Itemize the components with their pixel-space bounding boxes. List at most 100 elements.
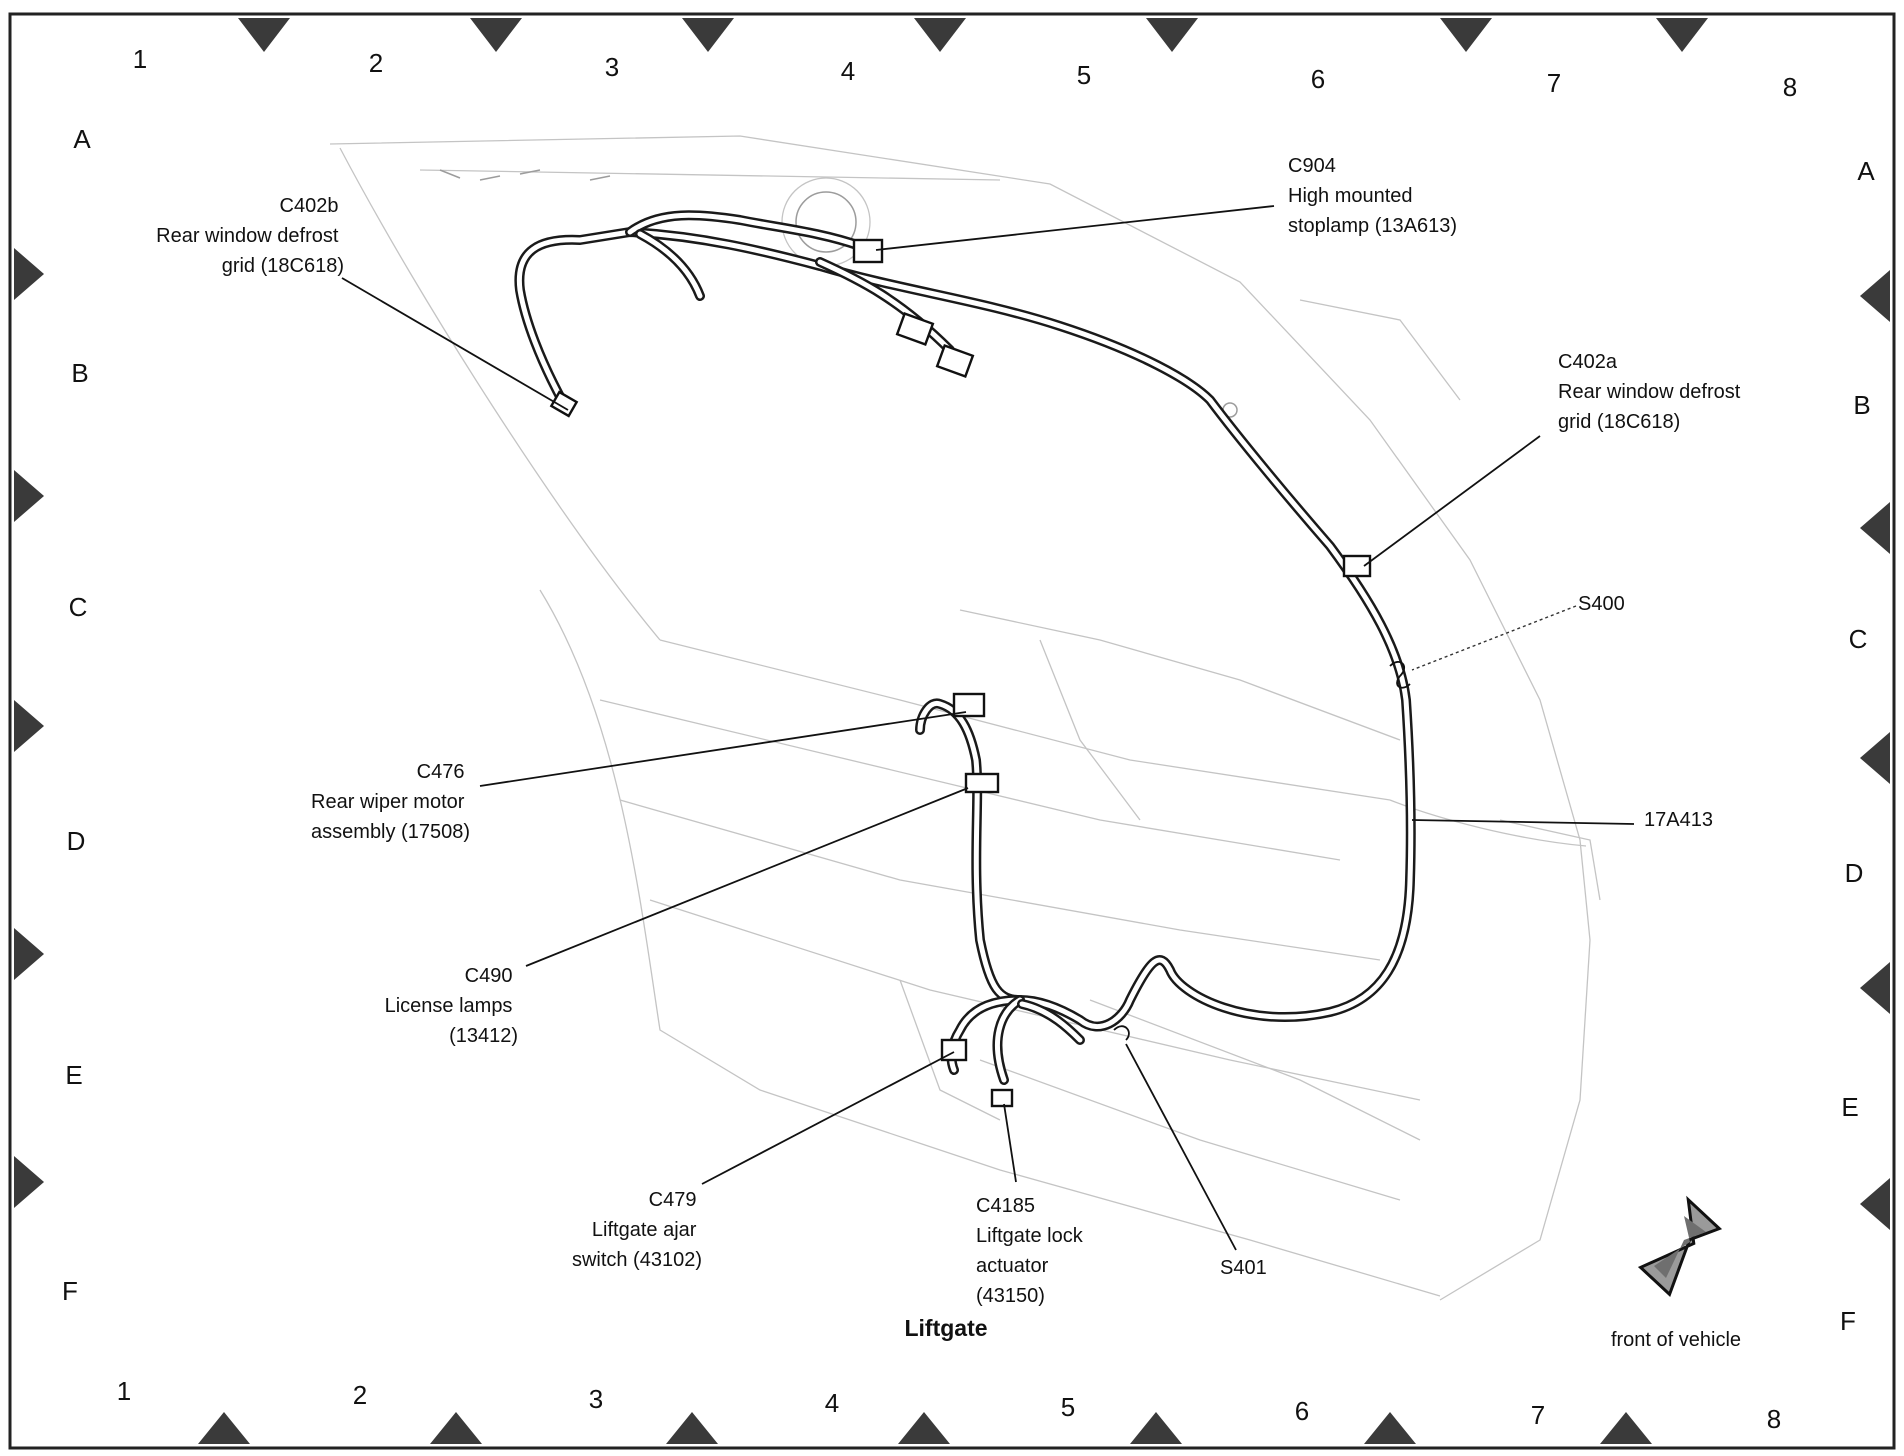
right-marker-2: [1860, 502, 1890, 554]
col-label-bottom-6: 6: [1295, 1396, 1309, 1426]
row-label-right-c: C: [1849, 624, 1868, 654]
top-marker-5: [1146, 18, 1198, 52]
connectors: [549, 238, 1411, 1108]
callout-c479-line3: switch (43102): [572, 1249, 702, 1271]
right-marker-3: [1860, 732, 1890, 784]
leader-c402b: [341, 277, 569, 411]
top-marker-7: [1656, 18, 1708, 52]
col-label-bottom-8: 8: [1767, 1404, 1781, 1434]
left-marker-4: [14, 928, 44, 980]
left-marker-1: [14, 248, 44, 300]
col-label-top-2: 2: [369, 48, 383, 78]
col-label-top-1: 1: [133, 44, 147, 74]
connector-c490: [964, 772, 1000, 794]
callout-c476-line3: assembly (17508): [311, 821, 470, 843]
callout-s401: S401: [1220, 1257, 1267, 1279]
connector-c402b: [549, 390, 579, 418]
diagram-frame: [8, 12, 1896, 1450]
connector-stoplamp-plug-1: [895, 311, 935, 347]
callout-c4185-line4: (43150): [976, 1285, 1045, 1307]
col-label-top-8: 8: [1783, 72, 1797, 102]
bottom-marker-7: [1600, 1412, 1652, 1444]
col-label-bottom-7: 7: [1531, 1400, 1545, 1430]
connector-c476: [952, 692, 986, 718]
bottom-marker-4: [898, 1412, 950, 1444]
col-label-bottom-4: 4: [825, 1388, 839, 1418]
col-label-bottom-3: 3: [589, 1384, 603, 1414]
callout-c402b: C402b Rear window defrost grid (18C618): [156, 195, 344, 277]
row-label-right-e: E: [1841, 1092, 1858, 1122]
callout-c479-id: C479: [649, 1189, 697, 1211]
right-marker-5: [1860, 1178, 1890, 1230]
col-label-bottom-5: 5: [1061, 1392, 1075, 1422]
callout-c402a-id: C402a: [1558, 351, 1618, 373]
border-markers: [14, 18, 1890, 1444]
connector-c904: [852, 238, 884, 264]
left-marker-2: [14, 470, 44, 522]
row-label-left-d: D: [67, 826, 86, 856]
liftgate-outline-sketch: [329, 135, 1601, 1301]
callout-c402a-line3: grid (18C618): [1558, 411, 1680, 433]
leader-s400: [1411, 605, 1577, 671]
col-label-top-6: 6: [1311, 64, 1325, 94]
front-of-vehicle-label: front of vehicle: [1611, 1329, 1741, 1351]
leader-c904: [875, 205, 1275, 251]
top-marker-4: [914, 18, 966, 52]
callout-c402b-line2: Rear window defrost: [156, 225, 339, 247]
row-label-left-a: A: [73, 124, 91, 154]
col-label-top-3: 3: [605, 52, 619, 82]
col-label-top-7: 7: [1547, 68, 1561, 98]
callout-c402a-line2: Rear window defrost: [1558, 381, 1741, 403]
leader-c402a: [1363, 435, 1541, 567]
row-label-right-a: A: [1857, 156, 1875, 186]
callout-c490-id: C490: [465, 965, 513, 987]
row-label-right-b: B: [1853, 390, 1870, 420]
callout-c490: C490 License lamps (13412): [385, 965, 518, 1047]
callout-c479-line2: Liftgate ajar: [592, 1219, 697, 1241]
callout-c904: C904 High mounted stoplamp (13A613): [1288, 155, 1457, 237]
callout-c479: C479 Liftgate ajar switch (43102): [572, 1189, 702, 1271]
top-marker-6: [1440, 18, 1492, 52]
callout-c490-line2: License lamps: [385, 995, 513, 1017]
front-of-vehicle-arrow-icon: [1637, 1195, 1723, 1298]
left-marker-5: [14, 1156, 44, 1208]
right-marker-4: [1860, 962, 1890, 1014]
col-label-top-5: 5: [1077, 60, 1091, 90]
callout-17a413: 17A413: [1644, 809, 1713, 831]
callout-c402b-line3: grid (18C618): [222, 255, 344, 277]
top-marker-1: [238, 18, 290, 52]
harness-17a413: [514, 210, 1416, 1085]
leader-lines: [341, 205, 1635, 1251]
callout-c904-line3: stoplamp (13A613): [1288, 215, 1457, 237]
top-marker-3: [682, 18, 734, 52]
callout-c476: C476 Rear wiper motor assembly (17508): [311, 761, 470, 843]
right-marker-1: [1860, 270, 1890, 322]
callout-c4185: C4185 Liftgate lock actuator (43150): [976, 1195, 1088, 1307]
callout-c402b-id: C402b: [280, 195, 339, 217]
leader-s401: [1125, 1043, 1237, 1251]
col-label-top-4: 4: [841, 56, 855, 86]
callout-c402a: C402a Rear window defrost grid (18C618): [1558, 351, 1746, 433]
bottom-marker-1: [198, 1412, 250, 1444]
leader-c490: [525, 787, 969, 967]
callout-c904-line2: High mounted: [1288, 185, 1413, 207]
row-label-left-b: B: [71, 358, 88, 388]
row-label-left-f: F: [62, 1276, 78, 1306]
connector-stoplamp-plug-2: [935, 343, 975, 379]
leader-c476: [479, 711, 967, 787]
callout-c4185-id: C4185: [976, 1195, 1035, 1217]
callout-s400: S400: [1578, 593, 1625, 615]
callout-c4185-line2: Liftgate lock: [976, 1225, 1084, 1247]
leader-17a413: [1411, 819, 1635, 825]
connector-c4185: [990, 1088, 1014, 1108]
top-marker-2: [470, 18, 522, 52]
col-label-bottom-2: 2: [353, 1380, 367, 1410]
connector-c402a: [1342, 554, 1372, 578]
splice-s401: [1113, 1025, 1130, 1041]
splice-s400: [1389, 661, 1411, 689]
bottom-marker-2: [430, 1412, 482, 1444]
left-marker-3: [14, 700, 44, 752]
bottom-marker-6: [1364, 1412, 1416, 1444]
diagram-title: Liftgate: [904, 1315, 987, 1341]
